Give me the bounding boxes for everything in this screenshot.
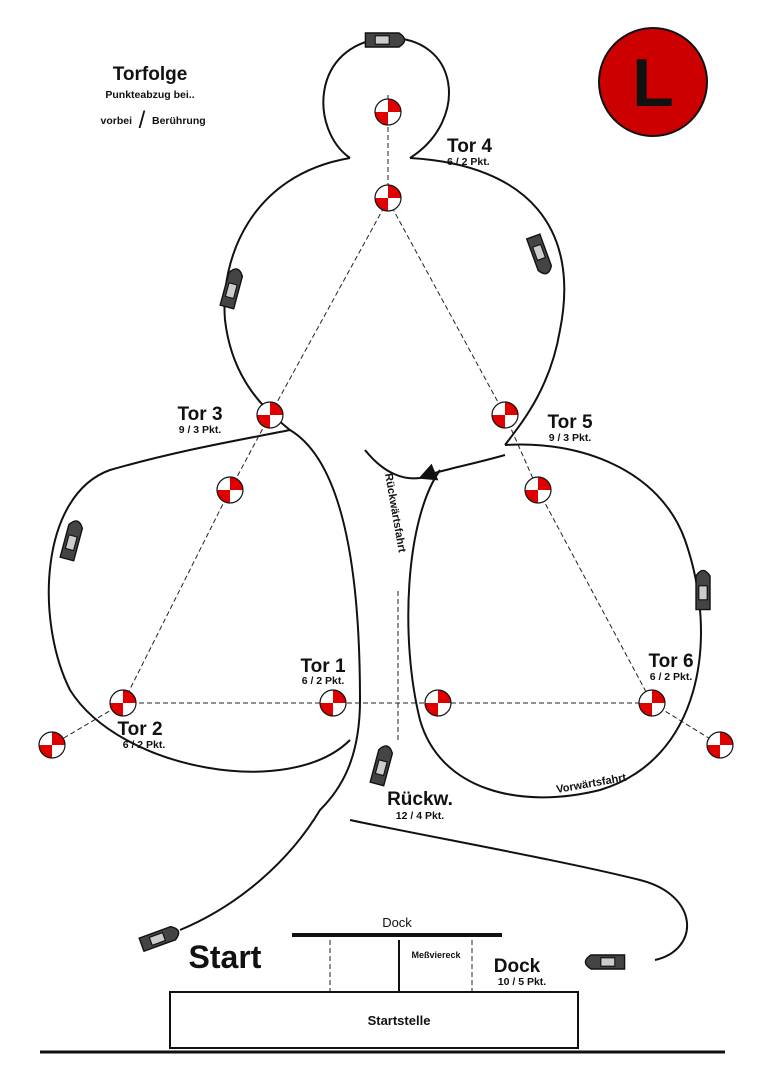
dock-path (349, 819, 689, 961)
tor5-points: 9 / 3 Pkt. (549, 432, 592, 444)
boat-upper-right (526, 233, 554, 277)
boat-right (695, 569, 711, 611)
reverse-path (418, 454, 506, 481)
tor4-name: Tor 4 (447, 136, 492, 157)
legend-slash: / (139, 107, 146, 134)
legend-right: Berührung (152, 115, 206, 127)
upper-loop-left (223, 157, 351, 431)
buoys (38, 98, 734, 759)
dock-top-label: Dock (382, 915, 412, 930)
reverse-path-label: Rückwärtsfahrt (382, 472, 408, 553)
tor3-name: Tor 3 (177, 404, 222, 425)
boat-reverse (369, 743, 395, 787)
boats (59, 32, 711, 970)
tor2-points: 6 / 2 Pkt. (123, 739, 166, 751)
tor2-name: Tor 2 (117, 719, 162, 740)
tor1-name: Tor 1 (300, 656, 345, 677)
tor5-name: Tor 5 (547, 412, 592, 433)
legend-title: Torfolge (113, 64, 188, 85)
upper-loop (409, 157, 566, 446)
boat-dock (584, 954, 626, 970)
buoy-tor2 (109, 689, 137, 717)
tor1-points: 6 / 2 Pkt. (302, 675, 345, 687)
boat-upper-left (219, 266, 245, 310)
buoy-tor4 (374, 184, 402, 212)
startstelle-building (169, 991, 579, 1049)
start-label: Start (189, 939, 262, 975)
reverse-name: Rückw. (387, 789, 453, 810)
buoy-center-right (424, 689, 452, 717)
boat-left (59, 518, 85, 562)
guide-lines (51, 95, 721, 992)
tor6-points: 6 / 2 Pkt. (650, 671, 693, 683)
boat-top (364, 32, 406, 48)
other-labels: Dock Meßviereck Start Startstelle Rückwä… (189, 472, 628, 1028)
class-badge: L (598, 27, 708, 137)
course-lines (47, 36, 702, 961)
boat-start (138, 924, 182, 952)
top-loop (322, 36, 450, 159)
reverse-points: 12 / 4 Pkt. (396, 810, 445, 822)
buoy-tor1 (319, 689, 347, 717)
legend-subtitle: Punkteabzug bei.. (105, 89, 194, 101)
tor3-points: 9 / 3 Pkt. (179, 424, 222, 436)
tor4-points: 6 / 2 Pkt. (447, 156, 490, 168)
right-loop (407, 443, 702, 799)
gate-labels: Tor 4 6 / 2 Pkt. Tor 3 9 / 3 Pkt. Tor 5 … (117, 136, 693, 988)
buoy-left-mid (216, 476, 244, 504)
buoy-tor5 (491, 401, 519, 429)
buoy-top (374, 98, 402, 126)
buoy-right-mid (524, 476, 552, 504)
buoy-tor3 (256, 401, 284, 429)
legend-left: vorbei (100, 115, 132, 127)
startstelle-label: Startstelle (368, 1013, 431, 1028)
left-to-right-cross (179, 429, 362, 931)
buoy-far-right (706, 731, 734, 759)
tor6-name: Tor 6 (648, 651, 693, 672)
legend: Torfolge Punkteabzug bei.. vorbei / Berü… (100, 64, 205, 134)
dock-points: 10 / 5 Pkt. (498, 976, 547, 988)
reverse-path-tail (364, 449, 421, 480)
badge-letter: L (632, 45, 674, 121)
buoy-tor6 (638, 689, 666, 717)
buoy-far-left (38, 731, 66, 759)
left-loop (47, 429, 351, 773)
dock-structure (40, 933, 725, 1054)
measure-label: Meßviereck (411, 950, 461, 960)
dock-name: Dock (494, 956, 541, 977)
